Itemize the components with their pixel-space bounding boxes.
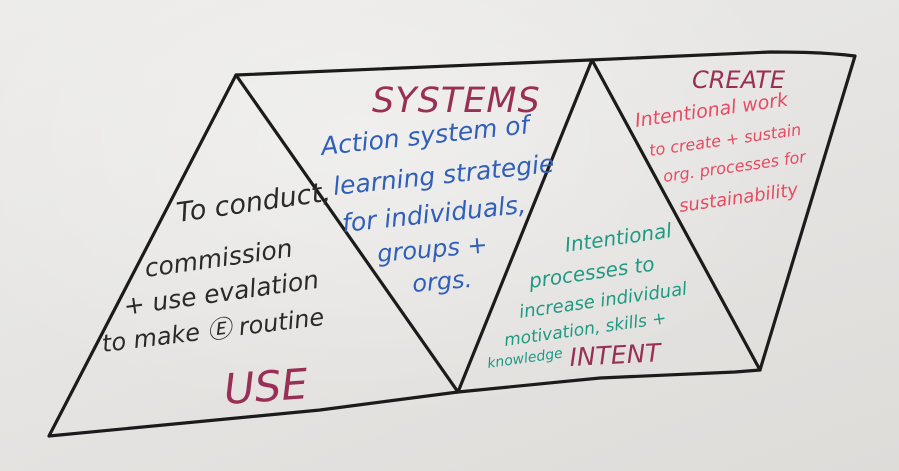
intent-section: Intentional processes to increase indivi… [486,218,688,372]
systems-title: SYSTEMS [372,81,541,121]
create-title: CREATE [692,66,786,94]
systems-section: SYSTEMS Action system of learning strate… [318,81,556,298]
use-section: To conduct, commission + use evalation t… [100,177,332,414]
use-title: USE [222,359,310,414]
intent-title: INTENT [569,338,663,372]
systems-line-5: orgs. [411,265,473,298]
use-line-1: To conduct, [175,177,333,229]
inner-line-right [590,58,762,372]
systems-line-4: groups + [376,230,489,268]
intent-line-5: knowledge [486,346,563,372]
inner-line-left [234,73,460,394]
diagram-outline [47,50,857,438]
create-line-4: sustainability [678,179,800,217]
outer-parallelogram [47,50,857,438]
create-section: CREATE Intentional work to create + sust… [634,66,809,217]
inner-line-middle [456,58,594,394]
intent-line-1: Intentional [563,218,673,257]
